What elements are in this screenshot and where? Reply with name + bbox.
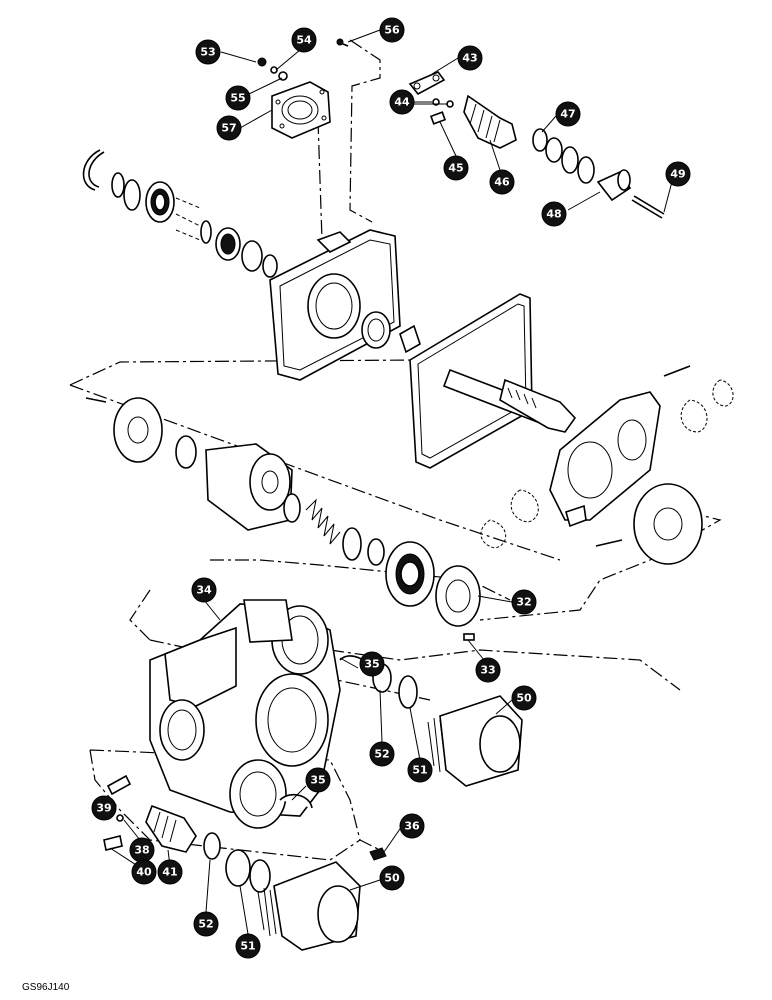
callout-52-lower: 52 [193,911,219,937]
svg-text:56: 56 [384,24,400,37]
svg-text:53: 53 [200,46,215,59]
callout-39: 39 [91,795,117,821]
callout-50-lower: 50 [379,865,405,891]
svg-text:39: 39 [96,802,111,815]
callout-38: 38 [129,837,155,863]
svg-text:51: 51 [240,940,255,953]
svg-text:52: 52 [198,918,213,931]
svg-text:36: 36 [404,820,420,833]
upper-left-seal-stack [82,149,278,278]
svg-text:38: 38 [134,844,149,857]
svg-text:44: 44 [394,96,410,109]
callout-47: 47 [555,101,581,127]
trunnion-bracket [480,365,734,565]
cover-plate-assembly [257,38,349,139]
callout-44: 44 [389,89,415,115]
svg-text:45: 45 [448,162,463,175]
callout-48: 48 [541,201,567,227]
svg-text:35: 35 [364,658,379,671]
svg-text:47: 47 [560,108,575,121]
bolt-36 [369,847,387,861]
callout-55: 55 [225,85,251,111]
svg-text:54: 54 [296,34,312,47]
svg-text:49: 49 [670,168,685,181]
svg-text:35: 35 [310,774,325,787]
callout-40: 40 [131,859,157,885]
callout-49: 49 [665,161,691,187]
callout-45: 45 [443,155,469,181]
svg-text:41: 41 [162,866,177,879]
callout-46: 46 [489,169,515,195]
upper-right-linkage [408,71,665,219]
shaft-and-gasket [409,293,577,469]
figure-code: GS96J140 [22,982,70,993]
svg-text:50: 50 [516,692,532,705]
svg-text:34: 34 [196,584,212,597]
svg-text:51: 51 [412,764,427,777]
callout-50-upper: 50 [511,685,537,711]
callout-32: 32 [511,589,537,615]
pump-rotating-group [85,397,481,641]
svg-text:52: 52 [374,748,389,761]
svg-text:57: 57 [221,122,236,135]
svg-text:33: 33 [480,664,495,677]
svg-text:55: 55 [230,92,245,105]
callout-51-upper: 51 [407,757,433,783]
callout-35-lower: 35 [305,767,331,793]
cylinder-lower [249,859,361,951]
callout-53: 53 [195,39,221,65]
svg-text:40: 40 [136,866,152,879]
callout-57: 57 [216,115,242,141]
main-housing [149,599,371,829]
svg-text:32: 32 [516,596,531,609]
callout-56: 56 [379,17,405,43]
svg-text:43: 43 [462,52,477,65]
callout-43: 43 [457,45,483,71]
callout-33: 33 [475,657,501,683]
cylinder-upper [372,663,523,787]
callout-54: 54 [291,27,317,53]
lower-linkage [103,774,251,887]
callout-36: 36 [399,813,425,839]
svg-text:46: 46 [494,176,510,189]
callout-41: 41 [157,859,183,885]
callout-51-lower: 51 [235,933,261,959]
svg-text:48: 48 [546,208,561,221]
callout-34: 34 [191,577,217,603]
svg-text:50: 50 [384,872,400,885]
callout-35-upper: 35 [359,651,385,677]
center-housing-plate [269,229,421,381]
callout-52-upper: 52 [369,741,395,767]
